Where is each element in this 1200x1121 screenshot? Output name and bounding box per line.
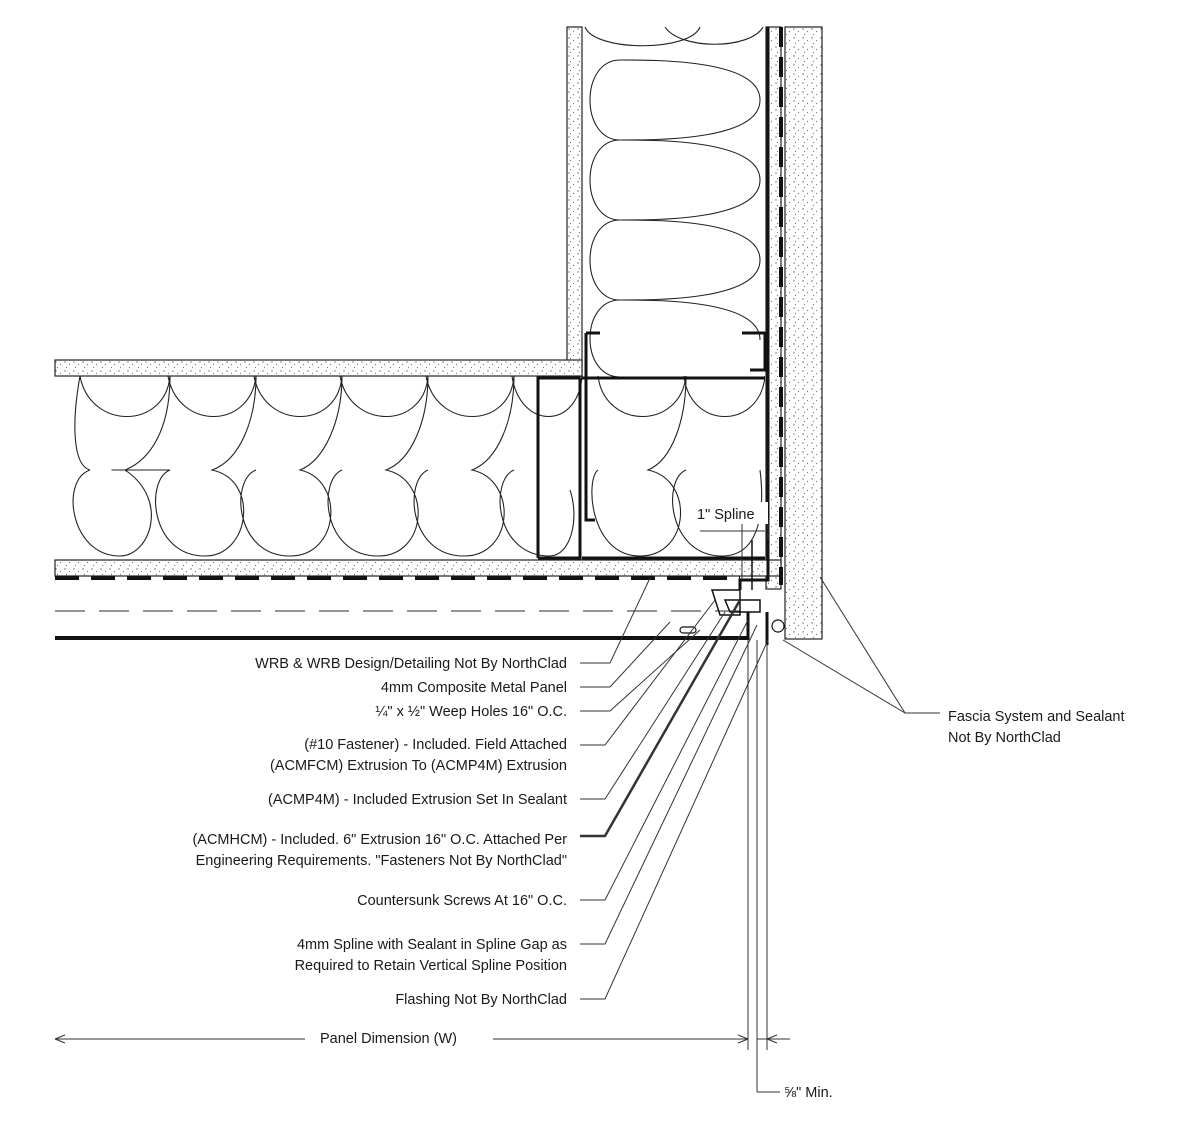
callout-fastener-1: (#10 Fastener) - Included. Field Attache… [304, 737, 567, 753]
callout-spline-2: Required to Retain Vertical Spline Posit… [295, 958, 567, 974]
callout-wrb: WRB & WRB Design/Detailing Not By NorthC… [255, 656, 567, 672]
callout-acmp4m: (ACMP4M) - Included Extrusion Set In Sea… [268, 792, 567, 808]
steel-framing [536, 27, 770, 590]
callout-fascia-1: Fascia System and Sealant [948, 709, 1125, 725]
callout-labels: WRB & WRB Design/Detailing Not By NorthC… [192, 656, 567, 1008]
fascia-board [784, 26, 823, 640]
callout-flashing: Flashing Not By NorthClad [395, 992, 567, 1008]
horizontal-top-sheathing [54, 359, 583, 377]
vertical-inner-sheathing [566, 26, 583, 378]
vertical-insulation [584, 27, 764, 377]
dimension-min-label: ⅝" Min. [784, 1085, 833, 1101]
horizontal-insulation [72, 376, 765, 557]
dimension-panel-label: Panel Dimension (W) [320, 1031, 457, 1047]
callout-spline-1: 4mm Spline with Sealant in Spline Gap as [297, 937, 567, 953]
callout-acmhcm-1: (ACMHCM) - Included. 6" Extrusion 16" O.… [192, 832, 567, 848]
callout-fascia-2: Not By NorthClad [948, 730, 1061, 746]
composite-metal-panel [55, 540, 785, 645]
horizontal-bottom-sheathing [54, 559, 782, 577]
callout-acmhcm-2: Engineering Requirements. "Fasteners Not… [196, 853, 567, 869]
wrb-lines [55, 27, 783, 612]
dimension-lines [54, 520, 790, 1093]
leader-lines [580, 576, 940, 1000]
dimension-spline-label: 1" Spline [697, 507, 755, 523]
callout-panel: 4mm Composite Metal Panel [381, 680, 567, 696]
callout-weep-holes: ¼" x ½" Weep Holes 16" O.C. [375, 704, 567, 720]
callout-countersunk: Countersunk Screws At 16" O.C. [357, 893, 567, 909]
callout-fastener-2: (ACMFCM) Extrusion To (ACMP4M) Extrusion [270, 758, 567, 774]
